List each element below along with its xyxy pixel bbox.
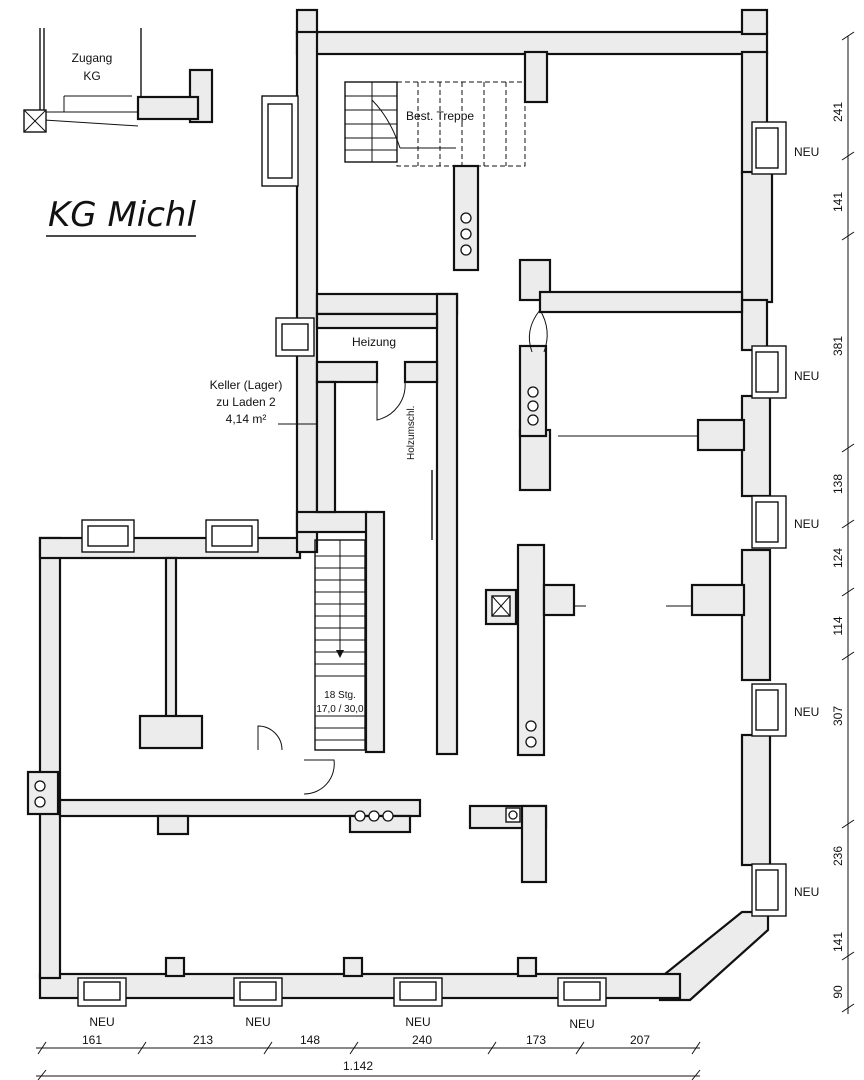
- doors: [257, 309, 698, 795]
- new-stair: [314, 539, 366, 751]
- dim-right-8: 236: [831, 846, 845, 866]
- window-tag-bottom-1: NEU: [89, 1015, 114, 1029]
- dim-right-5: 124: [831, 548, 845, 568]
- dimension-chain-bottom: [36, 1041, 701, 1080]
- dim-right-4: 138: [831, 474, 845, 494]
- windows-right: [751, 121, 787, 917]
- window-tag-bottom-2: NEU: [245, 1015, 270, 1029]
- dim-right-1: 241: [831, 102, 845, 122]
- stairs-count: 18 Stg.: [324, 690, 356, 701]
- windows-left: [81, 95, 315, 553]
- window-tag-right-2: NEU: [794, 369, 819, 383]
- walls: [26, 8, 774, 1002]
- dim-right-9: 141: [831, 932, 845, 952]
- chimney-left: [34, 780, 46, 808]
- window-tag-bottom-4: NEU: [569, 1017, 594, 1031]
- plan-title: KG Michl: [48, 195, 196, 235]
- dim-bottom-1: 161: [82, 1033, 102, 1047]
- inset-label-line2: KG: [83, 69, 100, 83]
- wood-storage-label: Holzumschl.: [406, 406, 417, 460]
- storage-area: 4,14 m²: [226, 412, 267, 426]
- heating-room-label: Heizung: [352, 335, 396, 349]
- dim-right-6: 114: [831, 616, 845, 635]
- dim-bottom-2: 213: [193, 1033, 213, 1047]
- dim-bottom-6: 207: [630, 1033, 650, 1047]
- storage-label-line1: Keller (Lager): [210, 378, 283, 392]
- dim-right-2: 141: [831, 192, 845, 212]
- chimney-top: [452, 164, 480, 272]
- inset-label-line1: Zugang: [72, 51, 113, 65]
- dim-right-3: 381: [831, 336, 845, 356]
- access-inset: [23, 28, 214, 133]
- dim-bottom-4: 240: [412, 1033, 432, 1047]
- dim-bottom-5: 173: [526, 1033, 546, 1047]
- dim-right-10: 90: [831, 985, 845, 999]
- dimension-chain-right: [841, 31, 855, 1014]
- dim-total: 1.142: [343, 1059, 373, 1073]
- windows-bottom: [77, 977, 607, 1007]
- dim-right-7: 307: [831, 706, 845, 726]
- storage-label-line2: zu Laden 2: [216, 395, 276, 409]
- existing-stair-label: Best. Treppe: [406, 109, 474, 123]
- window-tag-bottom-3: NEU: [405, 1015, 430, 1029]
- window-tag-right-4: NEU: [794, 705, 819, 719]
- window-tag-right-3: NEU: [794, 517, 819, 531]
- dim-bottom-3: 148: [300, 1033, 320, 1047]
- window-tag-right-1: NEU: [794, 145, 819, 159]
- vent-icon: [484, 588, 521, 823]
- window-tag-right-5: NEU: [794, 885, 819, 899]
- chimney-middle: [518, 344, 548, 438]
- existing-stair: [344, 81, 526, 167]
- chimney-lower-wall: [354, 810, 394, 822]
- stairs-dimensions: 17,0 / 30,0: [316, 704, 364, 715]
- chimney-bottom-center: [525, 720, 537, 748]
